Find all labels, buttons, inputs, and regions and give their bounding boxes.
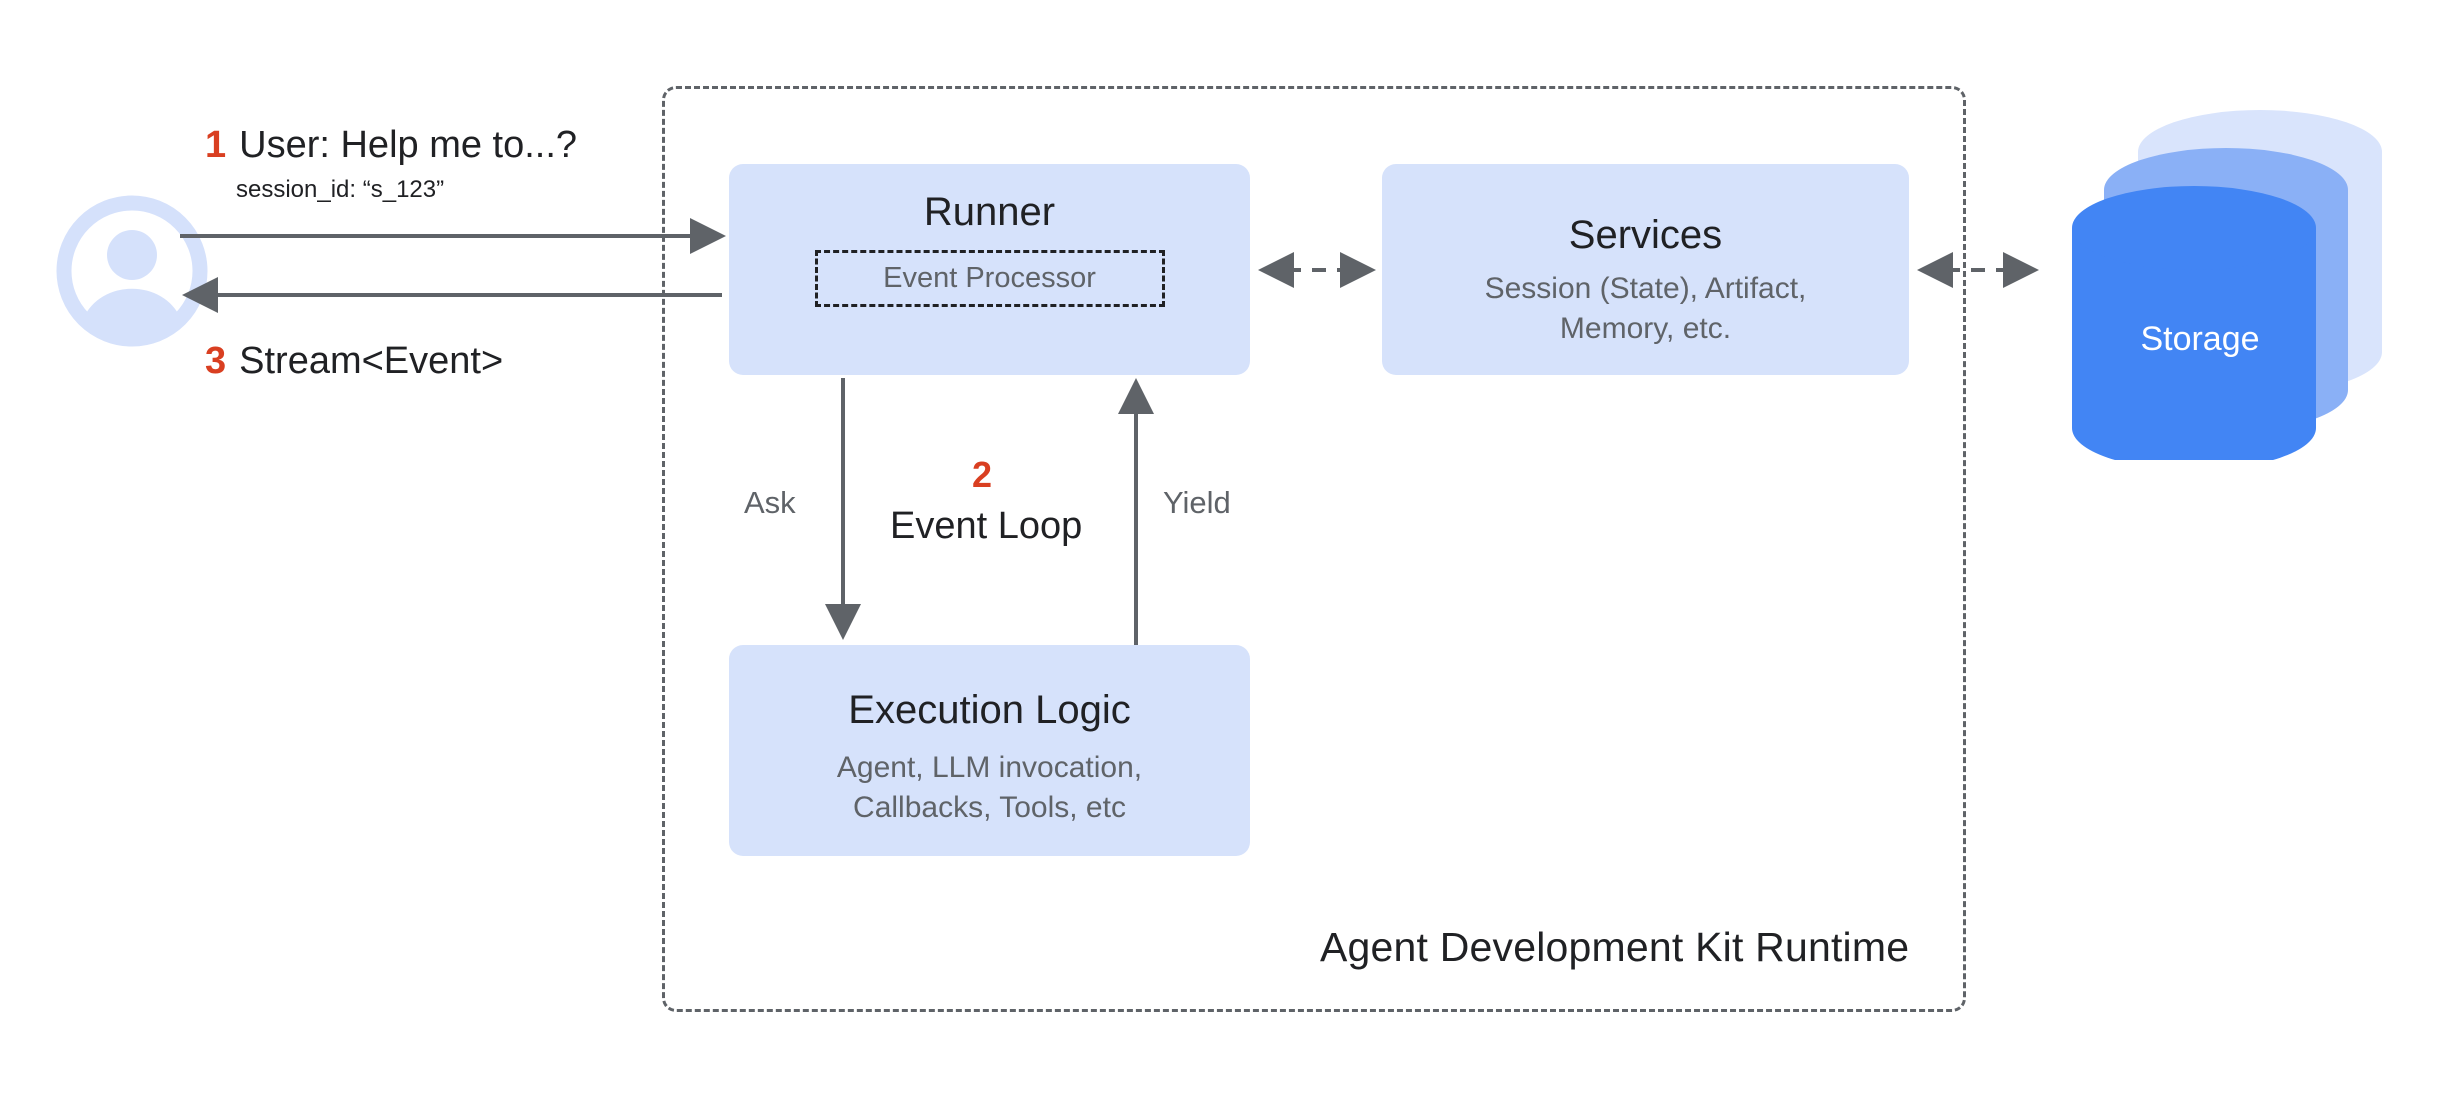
step-number-2: 2 (972, 454, 993, 495)
yield-edge-label: Yield (1163, 485, 1231, 520)
services-subtitle: Session (State), Artifact, Memory, etc. (1484, 271, 1807, 345)
step-number-1: 1 (205, 124, 227, 166)
session-id-label: session_id: “s_123” (236, 176, 445, 203)
event-processor-box[interactable]: Event Processor (814, 250, 1165, 307)
execution-logic-subtitle: Agent, LLM invocation, Callbacks, Tools,… (836, 750, 1143, 824)
services-title: Services (1568, 212, 1723, 257)
adk-runtime-boundary (662, 86, 1966, 1012)
event-processor-label: Event Processor (883, 262, 1096, 294)
stream-event-label: 3 Stream<Event> (205, 340, 503, 383)
services-node[interactable]: Services Session (State), Artifact, Memo… (1382, 164, 1909, 375)
runner-title: Runner (923, 190, 1056, 234)
stream-event-text: Stream<Event> (239, 340, 504, 382)
user-request-label: 1 User: Help me to...? (205, 124, 577, 167)
step-number-3: 3 (205, 340, 227, 382)
storage-cylinder-icon[interactable] (2020, 100, 2420, 470)
ask-edge-label: Ask (744, 485, 796, 520)
runner-node[interactable]: Runner Event Processor (729, 164, 1250, 375)
adk-runtime-title: Agent Development Kit Runtime (1320, 924, 1910, 970)
event-loop-label: Event Loop (890, 505, 1083, 547)
execution-logic-node[interactable]: Execution Logic Agent, LLM invocation, C… (729, 645, 1250, 856)
user-avatar-icon (56, 195, 208, 347)
execution-logic-title: Execution Logic (848, 687, 1131, 732)
user-request-text: User: Help me to...? (239, 124, 578, 166)
